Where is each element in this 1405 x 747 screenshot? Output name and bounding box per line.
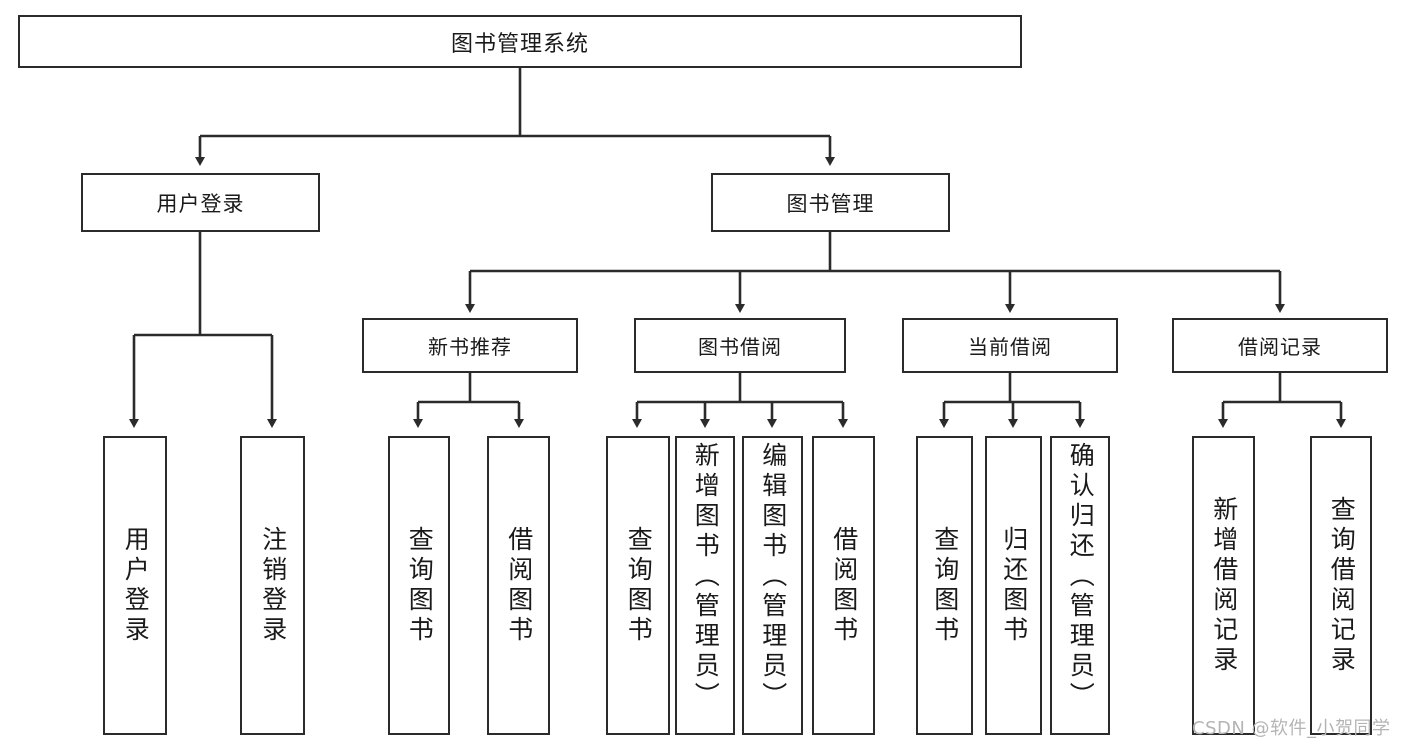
leaf-add-book-admin[interactable]: 新增图书（管理员） xyxy=(675,436,735,735)
leaf-label: 确认归还（管理员） xyxy=(1066,442,1096,712)
leaf-label: 借阅图书 xyxy=(829,525,859,646)
leaf-text-wrap: 编辑图书（管理员） xyxy=(744,438,801,737)
leaf-query-book-borrow[interactable]: 查询图书 xyxy=(606,436,670,735)
leaf-user-login[interactable]: 用户登录 xyxy=(103,436,167,735)
node-label: 借阅记录 xyxy=(1238,335,1322,359)
leaf-text-wrap: 借阅图书 xyxy=(814,438,873,733)
leaf-query-book-current[interactable]: 查询图书 xyxy=(916,436,973,735)
leaf-query-borrow-record[interactable]: 查询借阅记录 xyxy=(1310,436,1372,735)
leaf-text-wrap: 注销登录 xyxy=(242,438,303,733)
leaf-text-wrap: 查询图书 xyxy=(390,438,448,733)
node-book-borrow[interactable]: 图书借阅 xyxy=(634,318,846,373)
node-new-book-recommend[interactable]: 新书推荐 xyxy=(362,318,578,373)
leaf-edit-book-admin[interactable]: 编辑图书（管理员） xyxy=(742,436,803,735)
leaf-query-book-recommend[interactable]: 查询图书 xyxy=(388,436,450,735)
leaf-label: 查询图书 xyxy=(405,525,435,646)
leaf-text-wrap: 查询图书 xyxy=(918,438,971,733)
leaf-borrow-book-recommend[interactable]: 借阅图书 xyxy=(487,436,550,735)
leaf-text-wrap: 用户登录 xyxy=(105,438,165,733)
leaf-label: 归还图书 xyxy=(999,525,1029,646)
node-label: 图书管理 xyxy=(786,191,875,216)
leaf-text-wrap: 新增图书（管理员） xyxy=(677,438,733,737)
leaf-add-borrow-record[interactable]: 新增借阅记录 xyxy=(1192,436,1255,735)
csdn-watermark: CSDN @软件_小贺同学 xyxy=(1192,718,1391,739)
leaf-logout[interactable]: 注销登录 xyxy=(240,436,305,735)
leaf-label: 编辑图书（管理员） xyxy=(758,442,788,712)
node-label: 图书管理系统 xyxy=(450,31,589,57)
leaf-label: 查询图书 xyxy=(624,525,654,646)
leaf-text-wrap: 新增借阅记录 xyxy=(1194,438,1253,733)
node-borrow-records[interactable]: 借阅记录 xyxy=(1172,318,1388,373)
leaf-label: 注销登录 xyxy=(258,525,288,646)
node-label: 当前借阅 xyxy=(968,335,1052,359)
node-label: 新书推荐 xyxy=(428,335,512,359)
leaf-text-wrap: 查询借阅记录 xyxy=(1312,438,1370,733)
node-label: 图书借阅 xyxy=(698,335,782,359)
node-label: 用户登录 xyxy=(156,191,245,216)
leaf-text-wrap: 归还图书 xyxy=(987,438,1040,733)
leaf-label: 用户登录 xyxy=(121,525,151,646)
leaf-text-wrap: 借阅图书 xyxy=(489,438,548,733)
leaf-label: 新增借阅记录 xyxy=(1209,495,1239,676)
leaf-borrow-book[interactable]: 借阅图书 xyxy=(812,436,875,735)
node-user-login[interactable]: 用户登录 xyxy=(81,173,320,232)
leaf-confirm-return-admin[interactable]: 确认归还（管理员） xyxy=(1050,436,1110,735)
node-root-system[interactable]: 图书管理系统 xyxy=(18,15,1022,68)
leaf-text-wrap: 查询图书 xyxy=(608,438,668,733)
leaf-return-book[interactable]: 归还图书 xyxy=(985,436,1042,735)
leaf-label: 借阅图书 xyxy=(504,525,534,646)
leaf-label: 查询图书 xyxy=(930,525,960,646)
leaf-text-wrap: 确认归还（管理员） xyxy=(1052,438,1108,737)
node-book-management[interactable]: 图书管理 xyxy=(711,173,950,232)
leaf-label: 查询借阅记录 xyxy=(1327,495,1357,676)
node-current-borrow[interactable]: 当前借阅 xyxy=(902,318,1118,373)
leaf-label: 新增图书（管理员） xyxy=(691,442,721,712)
